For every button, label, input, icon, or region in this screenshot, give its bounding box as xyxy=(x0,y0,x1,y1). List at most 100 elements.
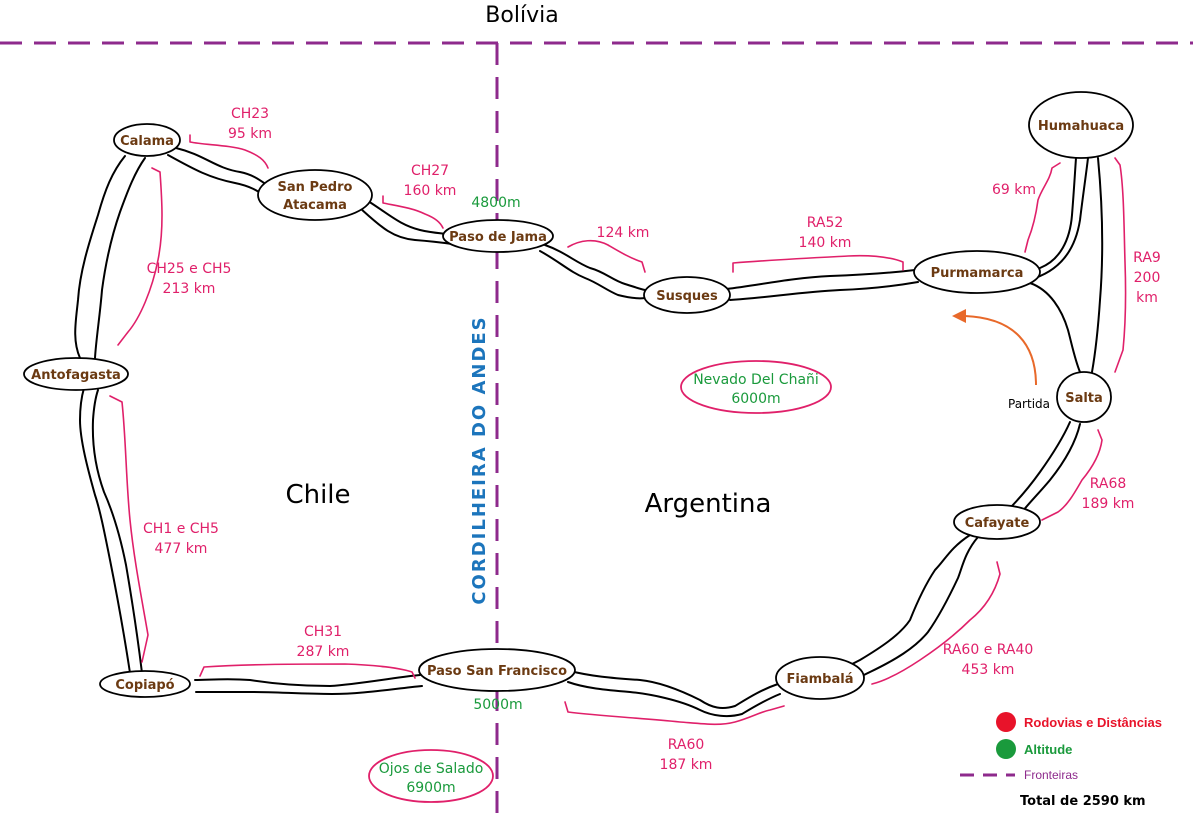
brace-ch23 xyxy=(189,134,269,169)
place-cafayate: Cafayate xyxy=(953,504,1041,540)
legend: Rodovias e Distâncias Altitude Fronteira… xyxy=(960,712,1162,809)
legend-total: Total de 2590 km xyxy=(1020,794,1146,809)
route-label-ch27: CH27 xyxy=(411,163,449,179)
border-lines xyxy=(0,41,1193,822)
legend-altitude-label: Altitude xyxy=(1024,742,1072,757)
brace-ra60-ra40 xyxy=(871,561,1001,685)
roads xyxy=(74,147,1104,718)
place-name-line2: Atacama xyxy=(283,198,347,213)
place-marker xyxy=(643,276,731,314)
brace-ch1-ch5 xyxy=(109,395,149,663)
brace-124 xyxy=(567,239,646,273)
distance-label-ch25-ch5: 213 km xyxy=(163,281,216,297)
peak-name: Nevado Del Chañi xyxy=(693,372,819,388)
place-purmamarca: Purmamarca xyxy=(913,250,1041,294)
arrow-curve xyxy=(964,315,1037,386)
road-copiapo-antofagasta-b xyxy=(91,389,143,674)
place-marker xyxy=(257,169,373,221)
road-sanfrancisco-copiapo-a xyxy=(194,674,421,687)
brace-ra52 xyxy=(732,254,904,273)
place-marker xyxy=(1056,371,1112,423)
place-name: Salta xyxy=(1065,391,1103,406)
route-label-ch31: CH31 xyxy=(304,624,342,640)
distance-label-ra60-ra40: 453 km xyxy=(962,662,1015,678)
road-salta-cafayate-b xyxy=(1021,423,1081,513)
place-susques: Susques xyxy=(643,276,731,314)
start-label: Partida xyxy=(1008,397,1050,411)
road-jama-susques-b xyxy=(539,250,646,300)
place-marker xyxy=(442,219,554,253)
distance-label-124: 124 km xyxy=(597,225,650,241)
brace-ra60 xyxy=(564,701,785,726)
distance-labels: CH23 95 km CH27 160 km 124 km RA52 140 k… xyxy=(143,106,1161,773)
road-sanpedro-jama-a xyxy=(367,200,449,235)
brace-ra9 xyxy=(1114,157,1127,373)
route-label-ra60: RA60 xyxy=(668,737,705,753)
legend-altitude-dot-icon xyxy=(996,739,1016,759)
place-name: Paso San Francisco xyxy=(427,664,567,679)
altitude-label-paso-sanfrancisco: 5000m xyxy=(473,697,522,713)
peak-nevado-del-chani: Nevado Del Chañi 6000m xyxy=(680,360,832,414)
road-susques-purmamarca-a xyxy=(725,269,916,290)
peak-ojos-de-salado: Ojos de Salado 6900m xyxy=(368,749,494,803)
peak-name: Ojos de Salado xyxy=(379,761,484,777)
brace-ch27 xyxy=(382,195,444,229)
place-fiambala: Fiambalá xyxy=(775,656,865,700)
road-purmamarca-humahuaca-b xyxy=(1034,157,1089,279)
country-label-chile: Chile xyxy=(285,480,350,510)
distance-number-ra9: 200 xyxy=(1134,270,1161,286)
peak-outline xyxy=(680,360,832,414)
mountain-range-label: CORDILHEIRA DO ANDES xyxy=(469,315,490,604)
brace-ra68 xyxy=(1041,429,1103,521)
road-antofagasta-calama-b xyxy=(94,157,146,359)
brace-ch31 xyxy=(199,663,416,679)
altitude-label-paso-jama: 4800m xyxy=(471,195,520,211)
distance-unit-ra9: km xyxy=(1136,290,1158,306)
place-name: Antofagasta xyxy=(31,368,121,383)
route-label-ra68: RA68 xyxy=(1090,476,1127,492)
place-marker xyxy=(99,670,191,698)
place-name-line1: San Pedro xyxy=(278,180,353,195)
distance-label-ch23: 95 km xyxy=(228,126,272,142)
place-humahuaca: Humahuaca xyxy=(1028,91,1134,159)
distance-label-ra68: 189 km xyxy=(1082,496,1135,512)
brace-ch25-ch5 xyxy=(117,167,163,346)
road-copiapo-antofagasta-a xyxy=(79,387,131,674)
place-copiapo: Copiapó xyxy=(99,670,191,698)
place-name: Paso de Jama xyxy=(449,230,547,245)
place-san-pedro-atacama: San Pedro Atacama xyxy=(257,169,373,221)
place-marker xyxy=(113,123,181,157)
place-name: Humahuaca xyxy=(1038,119,1124,134)
place-name: Fiambalá xyxy=(787,672,854,687)
place-name: Cafayate xyxy=(965,516,1030,531)
place-name: Susques xyxy=(656,289,718,304)
place-name: Purmamarca xyxy=(931,266,1024,281)
peak-outline xyxy=(368,749,494,803)
road-fiambala-sanfrancisco-b xyxy=(567,681,781,718)
place-name: Calama xyxy=(120,134,174,149)
road-sanpedro-jama-b xyxy=(359,207,453,245)
country-label-bolivia: Bolívia xyxy=(485,3,558,28)
road-salta-cafayate-a xyxy=(1007,421,1071,511)
distance-label-ch27: 160 km xyxy=(404,183,457,199)
brace-69 xyxy=(1024,162,1061,253)
legend-roads-dot-icon xyxy=(996,712,1016,732)
place-name: Copiapó xyxy=(115,678,174,693)
legend-roads-label: Rodovias e Distâncias xyxy=(1024,715,1162,730)
route-label-ra9: RA9 xyxy=(1133,250,1161,266)
arrow-head-icon xyxy=(952,309,966,323)
road-antofagasta-calama-a xyxy=(74,155,126,359)
route-label-ch1-ch5: CH1 e CH5 xyxy=(143,521,219,537)
road-humahuaca-salta xyxy=(1091,157,1104,373)
peak-altitude: 6900m xyxy=(406,780,455,796)
road-susques-purmamarca-b xyxy=(729,281,919,301)
road-jama-susques-a xyxy=(544,244,646,291)
place-paso-de-jama: Paso de Jama xyxy=(442,219,554,253)
place-marker xyxy=(913,250,1041,294)
place-marker xyxy=(1028,91,1134,159)
place-calama: Calama xyxy=(113,123,181,157)
start-arrow: Partida xyxy=(952,309,1050,411)
distance-label-ch31: 287 km xyxy=(297,644,350,660)
place-marker xyxy=(775,656,865,700)
distance-label-ch1-ch5: 477 km xyxy=(155,541,208,557)
